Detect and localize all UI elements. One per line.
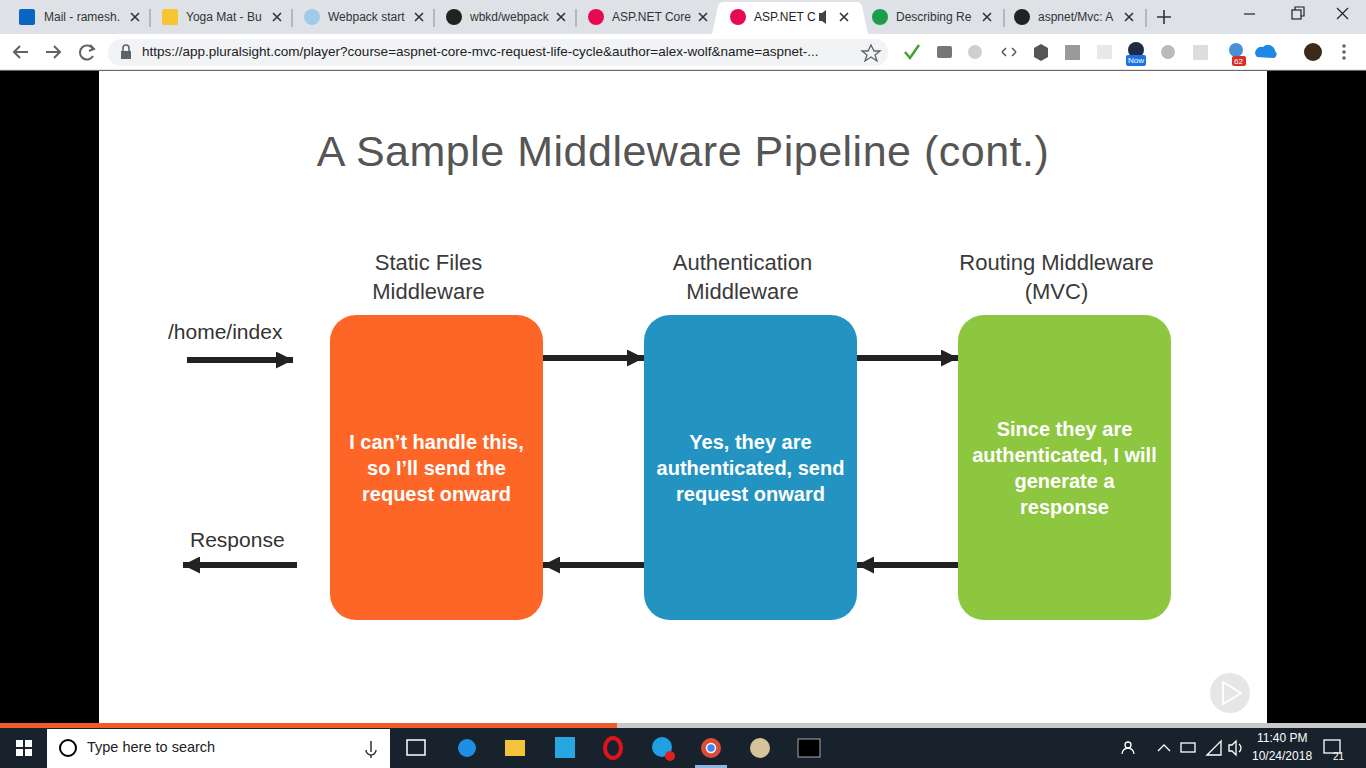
middleware-box: Authentication MiddlewareYes, they are a…: [644, 315, 857, 620]
cloud-icon: [1255, 45, 1276, 58]
mic-icon: [366, 741, 376, 758]
extension-icon: [1193, 45, 1208, 60]
request-arrow: [187, 357, 293, 363]
flow-arrow: [857, 355, 958, 361]
edge-icon: [458, 739, 476, 757]
explorer-icon: [505, 740, 525, 756]
ui-text: 11:40 PM: [1257, 731, 1307, 745]
active-tab: [712, 2, 868, 34]
tab-title: Webpack start: [328, 10, 404, 24]
flipkart-icon: [162, 9, 178, 25]
lock-body: [121, 51, 131, 59]
tab-title: Describing Re: [896, 10, 971, 24]
app-icon: [555, 737, 575, 758]
tab-title: ASP.NET C: [754, 10, 816, 24]
opera-icon: [605, 738, 621, 758]
badge: [1126, 55, 1146, 66]
search-icon: [60, 740, 76, 756]
ui-text: 21: [1333, 751, 1344, 763]
flow-label: Response: [190, 527, 285, 552]
flow-arrow: [543, 355, 644, 361]
tab-title: wbkd/webpack: [470, 10, 549, 24]
lock-shackle: [123, 45, 129, 51]
play-button: [1210, 673, 1250, 713]
response-arrow: [183, 562, 297, 568]
flow-label: /home/index: [168, 319, 282, 344]
play-glyph: [1223, 682, 1241, 704]
middleware-box: Static Files MiddlewareI can’t handle th…: [330, 315, 543, 620]
ui-text: Now: [1128, 56, 1144, 66]
middleware-box: Routing Middleware (MVC)Since they are a…: [958, 315, 1171, 620]
extension-icon: [1002, 48, 1016, 56]
lock-icon: [121, 45, 131, 59]
audio-icon: [819, 10, 826, 24]
taskbar: [0, 728, 1366, 768]
outlook-icon: [19, 9, 35, 25]
tab-title: Mail - ramesh.: [44, 10, 120, 24]
pluralsight-icon: [588, 9, 604, 25]
terminal-icon: [798, 739, 820, 757]
avatar: [1304, 43, 1322, 61]
tab-separators: [150, 9, 1146, 27]
box-text: I can’t handle this, so I’ll send the re…: [330, 429, 543, 507]
extension-icon: [1034, 44, 1048, 61]
extension-icon: [968, 45, 982, 59]
extension-icon: [1097, 45, 1112, 59]
ui-text: Type here to search: [87, 739, 215, 756]
tab-title: aspnet/Mvc: A: [1038, 10, 1113, 24]
tab-title: ASP.NET Core: [612, 10, 691, 24]
active-indicator: [695, 765, 727, 768]
tab-title: Yoga Mat - Bu: [186, 10, 262, 24]
url-field: [108, 39, 888, 66]
badge: [1232, 56, 1246, 66]
nav-buttons: [14, 45, 94, 60]
chrome-center: [707, 744, 716, 753]
extension-icon: [937, 46, 952, 58]
box-heading: Authentication Middleware: [643, 248, 843, 306]
new-tab-button: [1157, 10, 1171, 24]
url-text: https://app.pluralsight.com/player?cours…: [142, 44, 818, 60]
start-button: [16, 740, 32, 756]
chrome-icon: [701, 738, 721, 758]
extension-icon: [1229, 43, 1243, 57]
github-icon: [1014, 9, 1030, 25]
skype-badge: [665, 751, 675, 761]
extension-icon: [1065, 45, 1080, 60]
flow-arrow: [543, 562, 644, 568]
bookmark-star: [862, 45, 880, 61]
toolbar-border: [0, 70, 1366, 71]
window-controls: [1244, 7, 1348, 19]
github-icon: [446, 9, 462, 25]
extension-icon: [905, 45, 919, 58]
search-box: [47, 729, 390, 768]
slide-title: A Sample Middleware Pipeline (cont.): [99, 124, 1267, 178]
box-text: Since they are authenticated, I will gen…: [958, 416, 1171, 520]
tab-bar: [0, 0, 1366, 34]
ui-text: 10/24/2018: [1252, 749, 1312, 763]
tab-favicons: [19, 9, 1030, 25]
taskbar-icons: [407, 737, 820, 768]
player-background: [0, 71, 1366, 723]
extension-icon: [1161, 45, 1175, 59]
progress-track: [0, 723, 1366, 728]
box-heading: Routing Middleware (MVC): [932, 248, 1182, 306]
flow-arrow: [857, 562, 958, 568]
webpack-icon: [304, 9, 320, 25]
task-view-icon: [407, 740, 425, 755]
progress-fill: [0, 723, 617, 728]
menu-dots: [1342, 44, 1346, 60]
pluralsight-icon: [730, 9, 746, 25]
site-icon: [872, 9, 888, 25]
box-text: Yes, they are authenticated, send reques…: [644, 429, 857, 507]
paint-icon: [750, 738, 770, 758]
box-heading: Static Files Middleware: [334, 248, 524, 306]
extension-icons: [905, 42, 1346, 66]
slide: [99, 71, 1267, 723]
toolbar: [0, 34, 1366, 70]
ui-text: 62: [1234, 57, 1243, 67]
